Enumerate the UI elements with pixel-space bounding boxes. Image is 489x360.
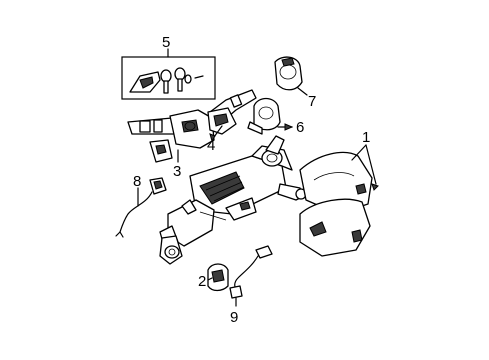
part-8-sensor-harness <box>115 177 167 238</box>
callout-6: 6 <box>296 119 304 136</box>
part-4-wiper-switch <box>207 89 257 143</box>
steering-column-assembly <box>159 135 307 265</box>
part-9-wiring-pigtail <box>229 245 273 307</box>
callout-2: 2 <box>198 273 206 290</box>
part-3-combination-switch <box>127 109 215 163</box>
callout-7: 7 <box>308 93 316 110</box>
callout-8: 8 <box>133 173 141 190</box>
part-5-key-lock-set <box>121 48 216 100</box>
part-6-steering-sensor <box>247 97 294 135</box>
part-2-position-sensor <box>207 263 229 292</box>
callout-5: 5 <box>162 34 170 51</box>
part-1-column-cover <box>299 144 379 257</box>
callout-3: 3 <box>173 163 181 180</box>
callout-4: 4 <box>207 137 215 154</box>
callout-9: 9 <box>230 309 238 326</box>
part-7-clock-spring <box>274 56 308 96</box>
callout-1: 1 <box>362 129 370 146</box>
